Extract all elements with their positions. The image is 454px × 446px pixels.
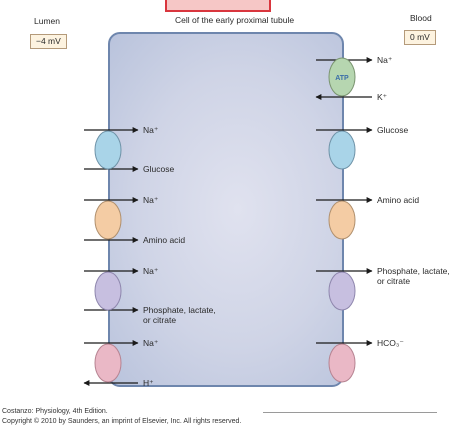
atpase-pump	[328, 57, 356, 97]
lumen-potential-box: −4 mV	[30, 34, 67, 49]
lumen-na-label-4: Na⁺	[143, 338, 159, 348]
footer-copyright: Copyright © 2010 by Saunders, an imprint…	[2, 418, 242, 425]
pump-k-label: K⁺	[377, 92, 388, 102]
lumen-glucose-label: Glucose	[143, 164, 175, 174]
amino-acid-transporter	[328, 200, 356, 240]
lumen-phosphate-label: Phosphate, lactate, or citrate	[143, 305, 216, 325]
na-h-exchanger	[94, 343, 122, 383]
blood-hco3-label: HCO₃⁻	[377, 338, 404, 348]
blood-potential-box: 0 mV	[404, 30, 436, 45]
atp-label: ATP	[335, 75, 349, 82]
lumen-label: Lumen	[34, 16, 60, 26]
footer-citation: Costanzo: Physiology, 4th Edition.	[2, 408, 108, 415]
lumen-na-label-2: Na⁺	[143, 195, 159, 205]
na-amino-acid-cotransporter	[94, 200, 122, 240]
blood-label: Blood	[410, 13, 432, 23]
hco3-transporter	[328, 343, 356, 383]
footer-divider	[263, 412, 437, 413]
na-phosphate-cotransporter	[94, 271, 122, 311]
pump-na-label: Na⁺	[377, 55, 393, 65]
blood-amino-acid-label: Amino acid	[377, 195, 420, 205]
cell-title: Cell of the early proximal tubule	[175, 15, 295, 25]
blood-phosphate-label: Phosphate, lactate, or citrate	[377, 266, 450, 286]
lumen-h-label: H⁺	[143, 378, 154, 388]
lumen-na-label-3: Na⁺	[143, 266, 159, 276]
lumen-amino-acid-label: Amino acid	[143, 235, 186, 245]
phosphate-transporter	[328, 271, 356, 311]
header-highlight-box	[165, 0, 271, 12]
glucose-uniporter	[328, 130, 356, 170]
blood-glucose-label: Glucose	[377, 125, 409, 135]
na-glucose-cotransporter	[94, 130, 122, 170]
lumen-na-label-1: Na⁺	[143, 125, 159, 135]
